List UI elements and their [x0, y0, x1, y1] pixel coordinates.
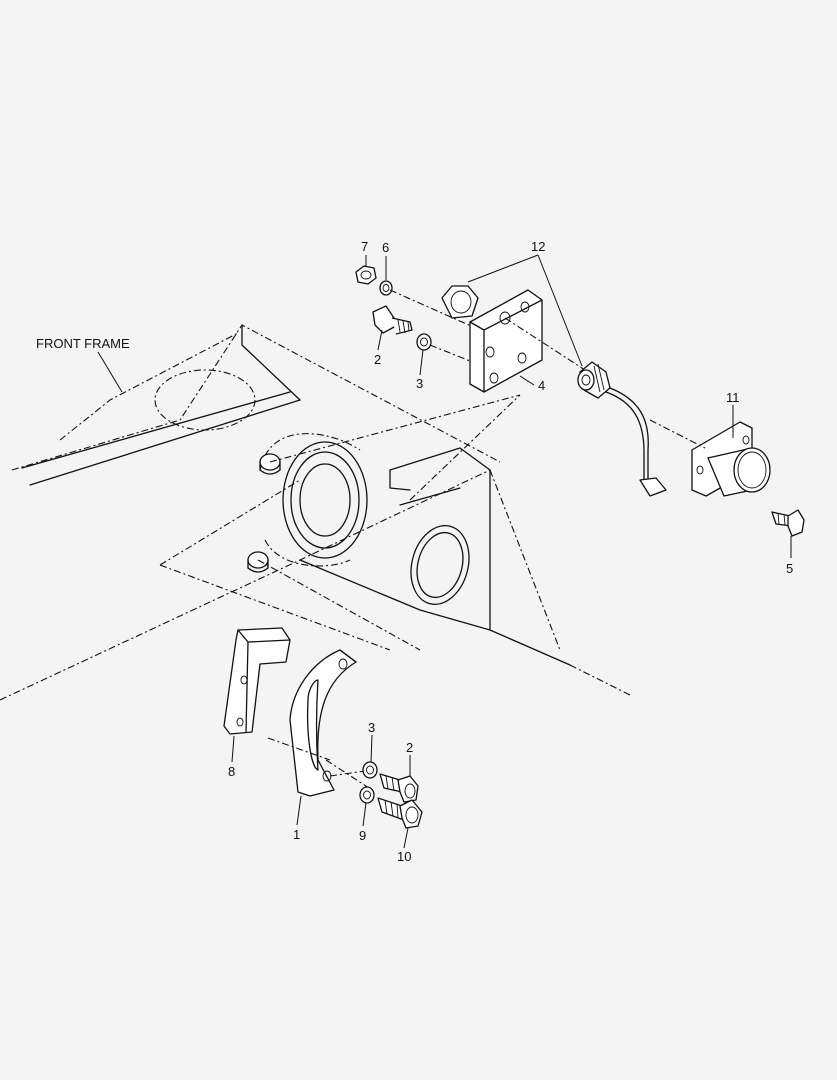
part-12-sensor: [577, 361, 667, 497]
part-2-bolt-bottom: [379, 773, 419, 803]
callout-2-bottom: 2: [406, 740, 413, 755]
callout-7: 7: [361, 239, 368, 254]
part-9-lockwasher: [359, 786, 375, 804]
part-2-bolt-top: [372, 305, 413, 335]
callout-leaders: [231, 254, 792, 849]
part-5-bolt: [771, 509, 805, 537]
callout-10: 10: [397, 849, 411, 864]
part-1-curved-plate: [289, 649, 357, 797]
callout-6: 6: [382, 240, 389, 255]
callout-numbers: 7 6 12 2 3 4 11 5 8 1 3 2 9 10: [228, 239, 793, 864]
part-4-mounting-plate: [469, 289, 543, 393]
part-8-bracket: [223, 627, 291, 735]
callout-1: 1: [293, 827, 300, 842]
callout-12: 12: [531, 239, 545, 254]
callout-5: 5: [786, 561, 793, 576]
part-6-lockwasher: [379, 280, 393, 296]
callout-8: 8: [228, 764, 235, 779]
part-10-bolt: [377, 797, 423, 829]
callout-4: 4: [538, 378, 545, 393]
part-11-housing: [691, 421, 771, 497]
callout-11: 11: [726, 390, 740, 405]
part-12-large-nut: [441, 285, 479, 319]
callout-3-bottom: 3: [368, 720, 375, 735]
callout-2-top: 2: [374, 352, 381, 367]
callout-3-top: 3: [416, 376, 423, 391]
front-frame-leader: [97, 351, 123, 393]
part-3-lockwasher-bottom: [362, 761, 378, 779]
front-frame-label: FRONT FRAME: [36, 336, 130, 351]
part-3-lockwasher-top: [416, 333, 432, 351]
part-7-nut: [355, 265, 377, 285]
front-frame-structure: [0, 324, 631, 701]
callout-9: 9: [359, 828, 366, 843]
